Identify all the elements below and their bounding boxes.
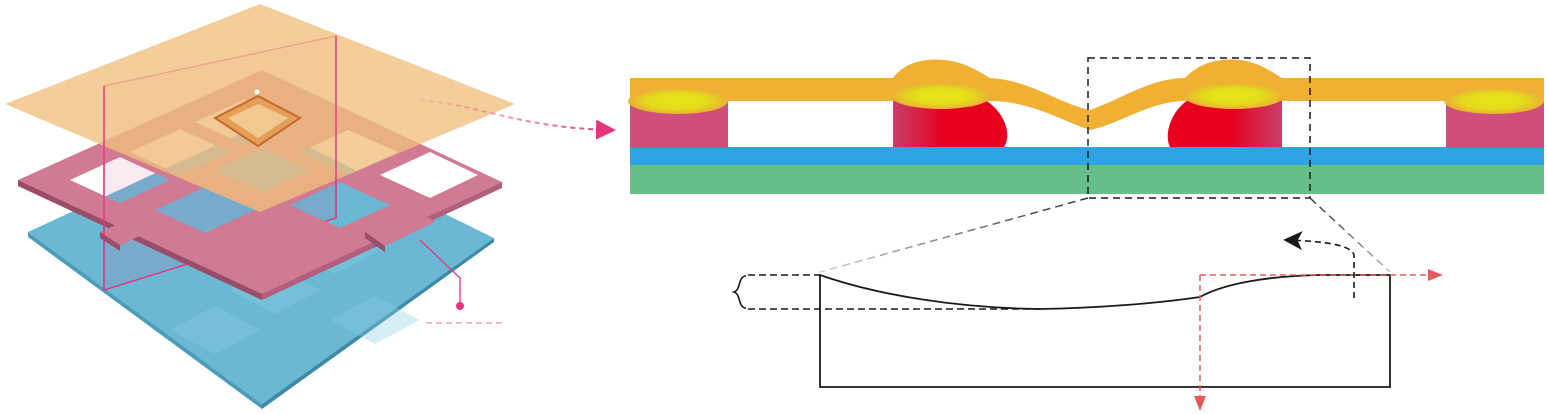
green-base-layer (630, 164, 1544, 194)
zoom-arrow (419, 99, 616, 140)
section-marker (419, 239, 504, 324)
deflection-bracket (731, 274, 1040, 310)
contact-cap-3 (1184, 83, 1284, 109)
rotation-arrow (1283, 230, 1355, 298)
top-membrane (630, 59, 1544, 130)
blue-electrode-layer (630, 147, 1544, 165)
top-cover-sheet (5, 4, 515, 212)
deformed-profile (819, 273, 1391, 388)
zoom-region-box (1087, 57, 1311, 199)
contact-cap-1 (628, 88, 728, 114)
exploded-layer-stack (5, 4, 616, 409)
cross-section-view (628, 57, 1544, 273)
contact-cap-2 (891, 83, 991, 109)
contact-cap-4 (1444, 88, 1544, 114)
deformation-schematic (731, 230, 1443, 411)
